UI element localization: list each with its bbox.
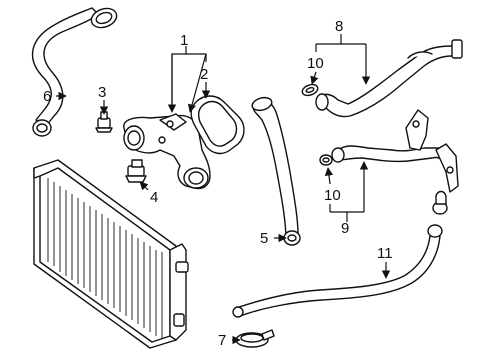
hose-part-5 xyxy=(251,96,301,246)
upper-hose-part-6 xyxy=(31,7,118,137)
callout-3: 3 xyxy=(98,84,106,101)
callout-7: 7 xyxy=(218,332,226,349)
thermostat-housing-part-1 xyxy=(123,113,211,190)
bolt-part-3 xyxy=(95,111,113,133)
lower-hose-part-11 xyxy=(232,224,443,318)
coolant-pipe-part-8 xyxy=(315,39,463,118)
callout-9: 9 xyxy=(341,220,349,237)
callout-4: 4 xyxy=(150,189,158,206)
hose-clamp-part-7 xyxy=(235,329,275,348)
callout-11: 11 xyxy=(377,245,393,262)
gasket-part-2 xyxy=(190,95,245,155)
callout-labels: 1 2 3 4 5 6 7 8 9 10 10 11 xyxy=(43,18,393,349)
bolt-part-4 xyxy=(125,159,147,183)
callout-6: 6 xyxy=(43,88,51,105)
o-ring-part-10-lower xyxy=(319,154,333,166)
callout-1: 1 xyxy=(180,32,188,49)
callout-10-lower: 10 xyxy=(324,187,341,204)
callout-5: 5 xyxy=(260,230,268,247)
callout-2: 2 xyxy=(200,66,208,83)
callout-10-top: 10 xyxy=(307,55,324,72)
coolant-pipe-part-9 xyxy=(331,109,459,215)
o-ring-part-10-top xyxy=(301,83,319,97)
callout-8: 8 xyxy=(335,18,343,35)
radiator-core-fins xyxy=(47,178,163,338)
radiator xyxy=(33,159,189,349)
leader-lines xyxy=(56,34,391,345)
